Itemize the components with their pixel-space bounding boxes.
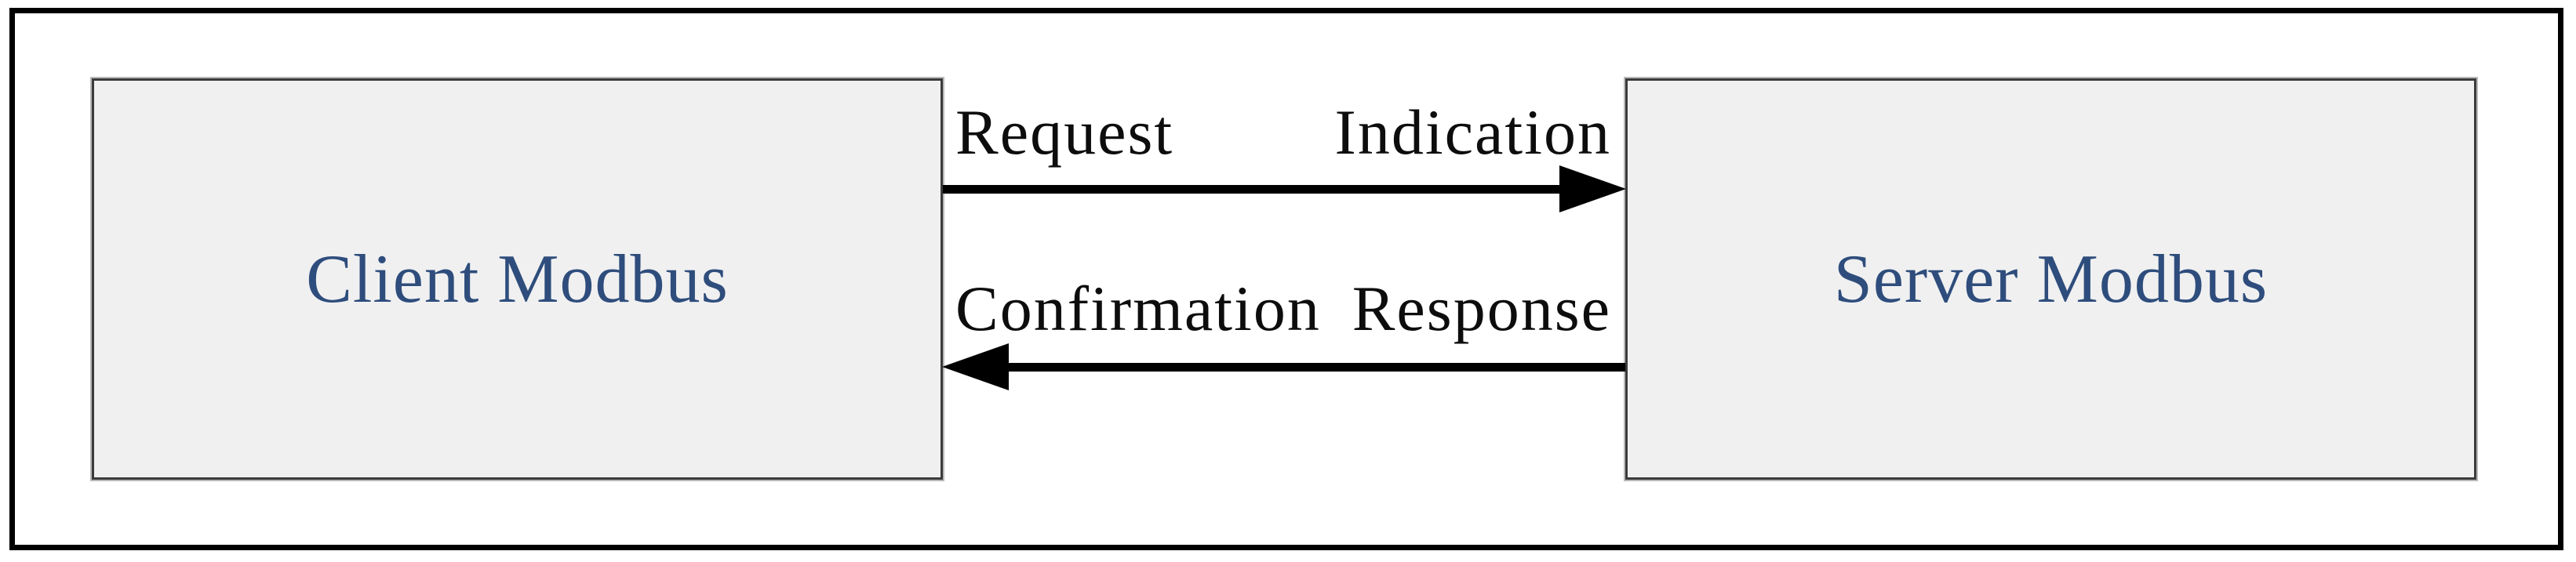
request-arrow-line <box>943 185 1561 194</box>
client-modbus-box: Client Modbus <box>92 78 943 480</box>
indication-label: Indication <box>1334 96 1611 168</box>
server-modbus-label: Server Modbus <box>1833 241 2269 317</box>
client-modbus-label: Client Modbus <box>306 241 729 317</box>
diagram-border <box>9 8 2563 550</box>
server-modbus-box: Server Modbus <box>1625 78 2476 480</box>
request-indication-label-row: Request Indication <box>943 96 1625 169</box>
response-label: Response <box>1352 273 1611 344</box>
request-label: Request <box>955 96 1174 168</box>
arrowhead-left-icon <box>942 343 1009 390</box>
confirmation-label: Confirmation <box>955 273 1321 344</box>
confirmation-response-label-row: Confirmation Response <box>943 272 1625 346</box>
response-arrow-line <box>1007 363 1625 372</box>
arrowhead-right-icon <box>1559 165 1626 212</box>
